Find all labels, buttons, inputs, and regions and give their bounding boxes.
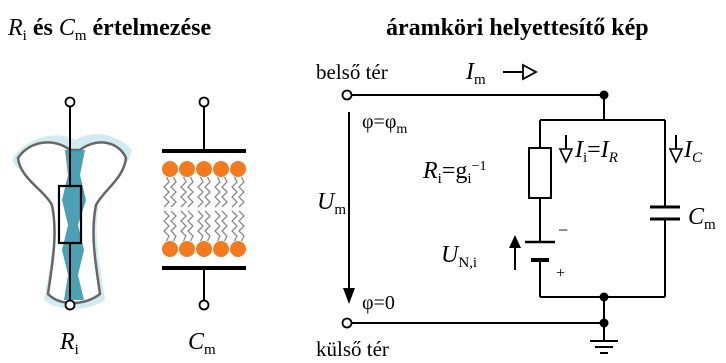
resistor-symbol [528, 147, 552, 199]
membrane-current-arrow [503, 63, 538, 81]
lipid-tail [197, 176, 204, 208]
lipid-tail [187, 210, 194, 242]
lipid-tail [231, 210, 238, 242]
lipid-tail [163, 210, 170, 242]
channel-terminal-bottom [64, 299, 76, 311]
inside-space-label: belső tér [316, 60, 388, 84]
lipid-tail [221, 176, 228, 208]
lipid-head [196, 161, 212, 177]
lipid-tail [238, 210, 245, 242]
lipid-tail-group [163, 176, 245, 242]
potential-bottom-label: φ=0 [362, 292, 395, 314]
bilayer-terminal-top [198, 96, 210, 108]
lipid-tail [170, 176, 177, 208]
lipid-head [230, 241, 246, 257]
ion-channel [12, 96, 132, 311]
battery-label: UN,i [441, 242, 477, 271]
node-bottom-branch [599, 292, 609, 302]
capacitor-label: Cm [688, 204, 716, 233]
outside-terminal [341, 317, 353, 329]
label-cm: Cm [188, 329, 216, 358]
resistor-branch-current-arrow [558, 135, 574, 164]
potential-top-label: φ=φm [362, 111, 407, 137]
inside-terminal [341, 89, 353, 101]
right-panel-title: áramköri helyettesítő kép [386, 15, 649, 41]
left-panel-title: Ri és Cm értelmezése [7, 15, 211, 44]
lipid-head [179, 241, 195, 257]
battery-voltage-arrow [509, 235, 521, 270]
lipid-tail [204, 176, 211, 208]
lipid-tail [214, 210, 221, 242]
membrane-voltage-arrow [343, 112, 355, 304]
lipid-tail [163, 176, 170, 208]
lipid-tail [180, 176, 187, 208]
channel-resistor-symbol [57, 184, 83, 245]
capacitor-branch-current-label: IC [683, 137, 703, 166]
battery-plus-sign: + [556, 265, 565, 282]
lipid-head [213, 161, 229, 177]
node-top [599, 90, 609, 100]
outside-space-label: külső tér [316, 337, 389, 361]
lipid-tail [221, 210, 228, 242]
channel-terminal-top [64, 96, 76, 108]
lipid-tail [187, 176, 194, 208]
label-ri: Ri [59, 329, 79, 358]
lipid-tail [231, 176, 238, 208]
ground-symbol [590, 340, 618, 354]
resistor-label: Ri=gi−1 [422, 158, 486, 187]
lipid-tail [214, 176, 221, 208]
resistor-branch-current-label: Ii=IR [574, 137, 618, 166]
lipid-tail [238, 176, 245, 208]
lipid-head [230, 161, 246, 177]
capacitor-branch-current-arrow [668, 135, 684, 164]
battery-minus-sign: − [558, 220, 568, 240]
membrane-voltage-label: Um [317, 189, 346, 218]
lipid-head-group [162, 161, 246, 257]
lipid-tail [170, 210, 177, 242]
lipid-tail [204, 210, 211, 242]
lipid-head [196, 241, 212, 257]
lipid-tail [197, 210, 204, 242]
lipid-head [162, 161, 178, 177]
lipid-tail [180, 210, 187, 242]
node-bottom [599, 318, 609, 328]
membrane-current-label: Im [465, 59, 486, 88]
bilayer-terminal-bottom [198, 299, 210, 311]
lipid-head [179, 161, 195, 177]
lipid-bilayer [162, 96, 246, 311]
lipid-head [213, 241, 229, 257]
lipid-head [162, 241, 178, 257]
